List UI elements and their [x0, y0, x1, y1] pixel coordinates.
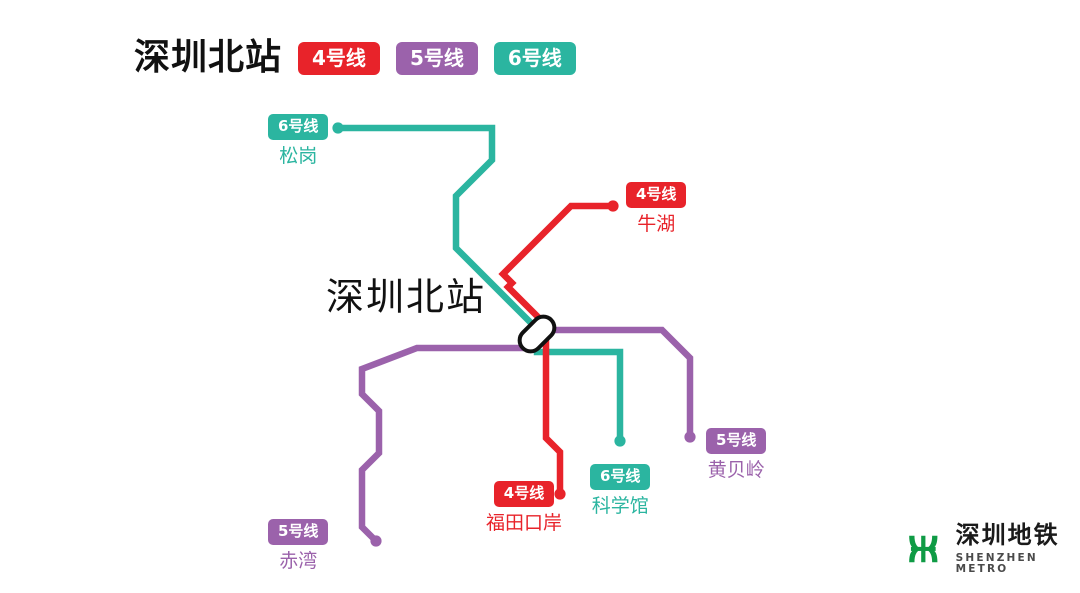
line6-terminus-kexueguan[interactable]: [614, 435, 626, 447]
line6-path: [338, 124, 624, 441]
line5-path: [358, 326, 694, 544]
station-name-niuhu: 牛湖: [637, 213, 676, 235]
brand-logo: 深圳地铁 SHENZHEN METRO: [903, 523, 1080, 574]
station-label-songgang[interactable]: 6号线 松岗: [268, 114, 329, 167]
station-label-chiwan[interactable]: 5号线 赤湾: [268, 519, 329, 572]
line4-path: [498, 202, 613, 494]
line-chip-line5[interactable]: 5号线: [395, 41, 478, 75]
line-chip-line6[interactable]: 6号线: [493, 41, 576, 75]
station-name-songgang: 松岗: [279, 145, 318, 167]
line5-terminus-chiwan[interactable]: [370, 535, 382, 547]
station-badge-line6-south: 6号线: [590, 464, 651, 490]
center-station-name: 深圳北站: [326, 275, 487, 319]
page-title: 深圳北站: [134, 37, 283, 78]
line-chip-line4[interactable]: 4号线: [298, 41, 380, 75]
interchange-capsule-icon: [517, 314, 557, 354]
station-label-futiankouan[interactable]: 4号线 福田口岸: [486, 481, 562, 533]
station-name-huangbeiling: 黄贝岭: [707, 459, 765, 481]
line6-route[interactable]: [332, 122, 626, 447]
line5-route[interactable]: [358, 326, 696, 547]
station-label-niuhu[interactable]: 4号线 牛湖: [626, 182, 687, 235]
line6-terminus-songgang[interactable]: [332, 122, 344, 134]
station-badge-line4-south: 4号线: [493, 481, 555, 507]
station-label-kexueguan[interactable]: 6号线 科学馆: [590, 464, 651, 517]
station-badge-line5-east: 5号线: [706, 428, 767, 454]
brand-name-cn: 深圳地铁: [955, 521, 1060, 549]
brand-name-en: SHENZHEN METRO: [955, 552, 1038, 575]
station-badge-line5: 5号线: [268, 519, 329, 545]
line5-terminus-huangbeiling[interactable]: [684, 431, 696, 443]
interchange-station-marker[interactable]: [515, 312, 559, 356]
station-badge-line6: 6号线: [268, 114, 329, 140]
line4-route[interactable]: [498, 200, 619, 500]
shenzhen-metro-logo-icon: [909, 535, 938, 562]
line4-terminus-niuhu[interactable]: [607, 200, 619, 212]
station-label-huangbeiling[interactable]: 5号线 黄贝岭: [706, 428, 767, 481]
station-name-kexueguan: 科学馆: [591, 495, 649, 517]
station-name-futiankouan: 福田口岸: [486, 512, 563, 534]
line4-terminus-futiankouan[interactable]: [554, 488, 566, 500]
header: 深圳北站 4号线 5号线 6号线: [134, 40, 576, 76]
station-name-chiwan: 赤湾: [279, 550, 318, 572]
station-badge-line4: 4号线: [626, 182, 687, 208]
